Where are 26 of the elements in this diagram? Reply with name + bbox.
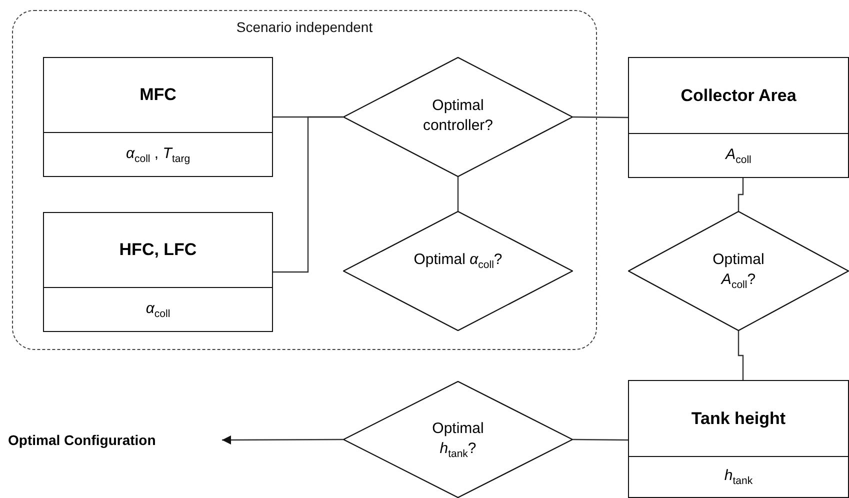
group-title: Scenario independent [235, 19, 374, 35]
decision-label: Optimal controller? [422, 96, 494, 136]
variable-label: α$_{coll}$ [146, 300, 170, 320]
connector-line [273, 116, 343, 273]
connector-line [738, 331, 744, 380]
box-title: Collector Area [680, 86, 796, 106]
box-title: Tank height [691, 408, 786, 428]
connector-line [573, 438, 628, 441]
decision-label: Optimal α$_{coll}$? [412, 250, 504, 272]
variable-label: α$_{coll}$ , T$_{targ}$ [126, 144, 190, 164]
process-box [43, 57, 273, 177]
connector-line [738, 178, 744, 211]
dashed-group-frame [12, 10, 597, 350]
process-box [628, 380, 849, 498]
box-title: MFC [140, 85, 176, 105]
result-label: Optimal Configuration [8, 432, 156, 448]
variable-label: h$_{tank}$ [724, 467, 753, 487]
arrow [222, 435, 343, 444]
variable-label: A$_{coll}$ [726, 146, 752, 166]
process-box [43, 212, 273, 332]
box-title: HFC, LFC [119, 240, 197, 260]
decision-label: Optimal h$_{tank}$? [431, 418, 485, 461]
connector-line [457, 177, 459, 211]
decision-label: Optimal A$_{coll}$? [712, 250, 766, 292]
connector-line [573, 116, 628, 118]
process-box [628, 57, 849, 178]
